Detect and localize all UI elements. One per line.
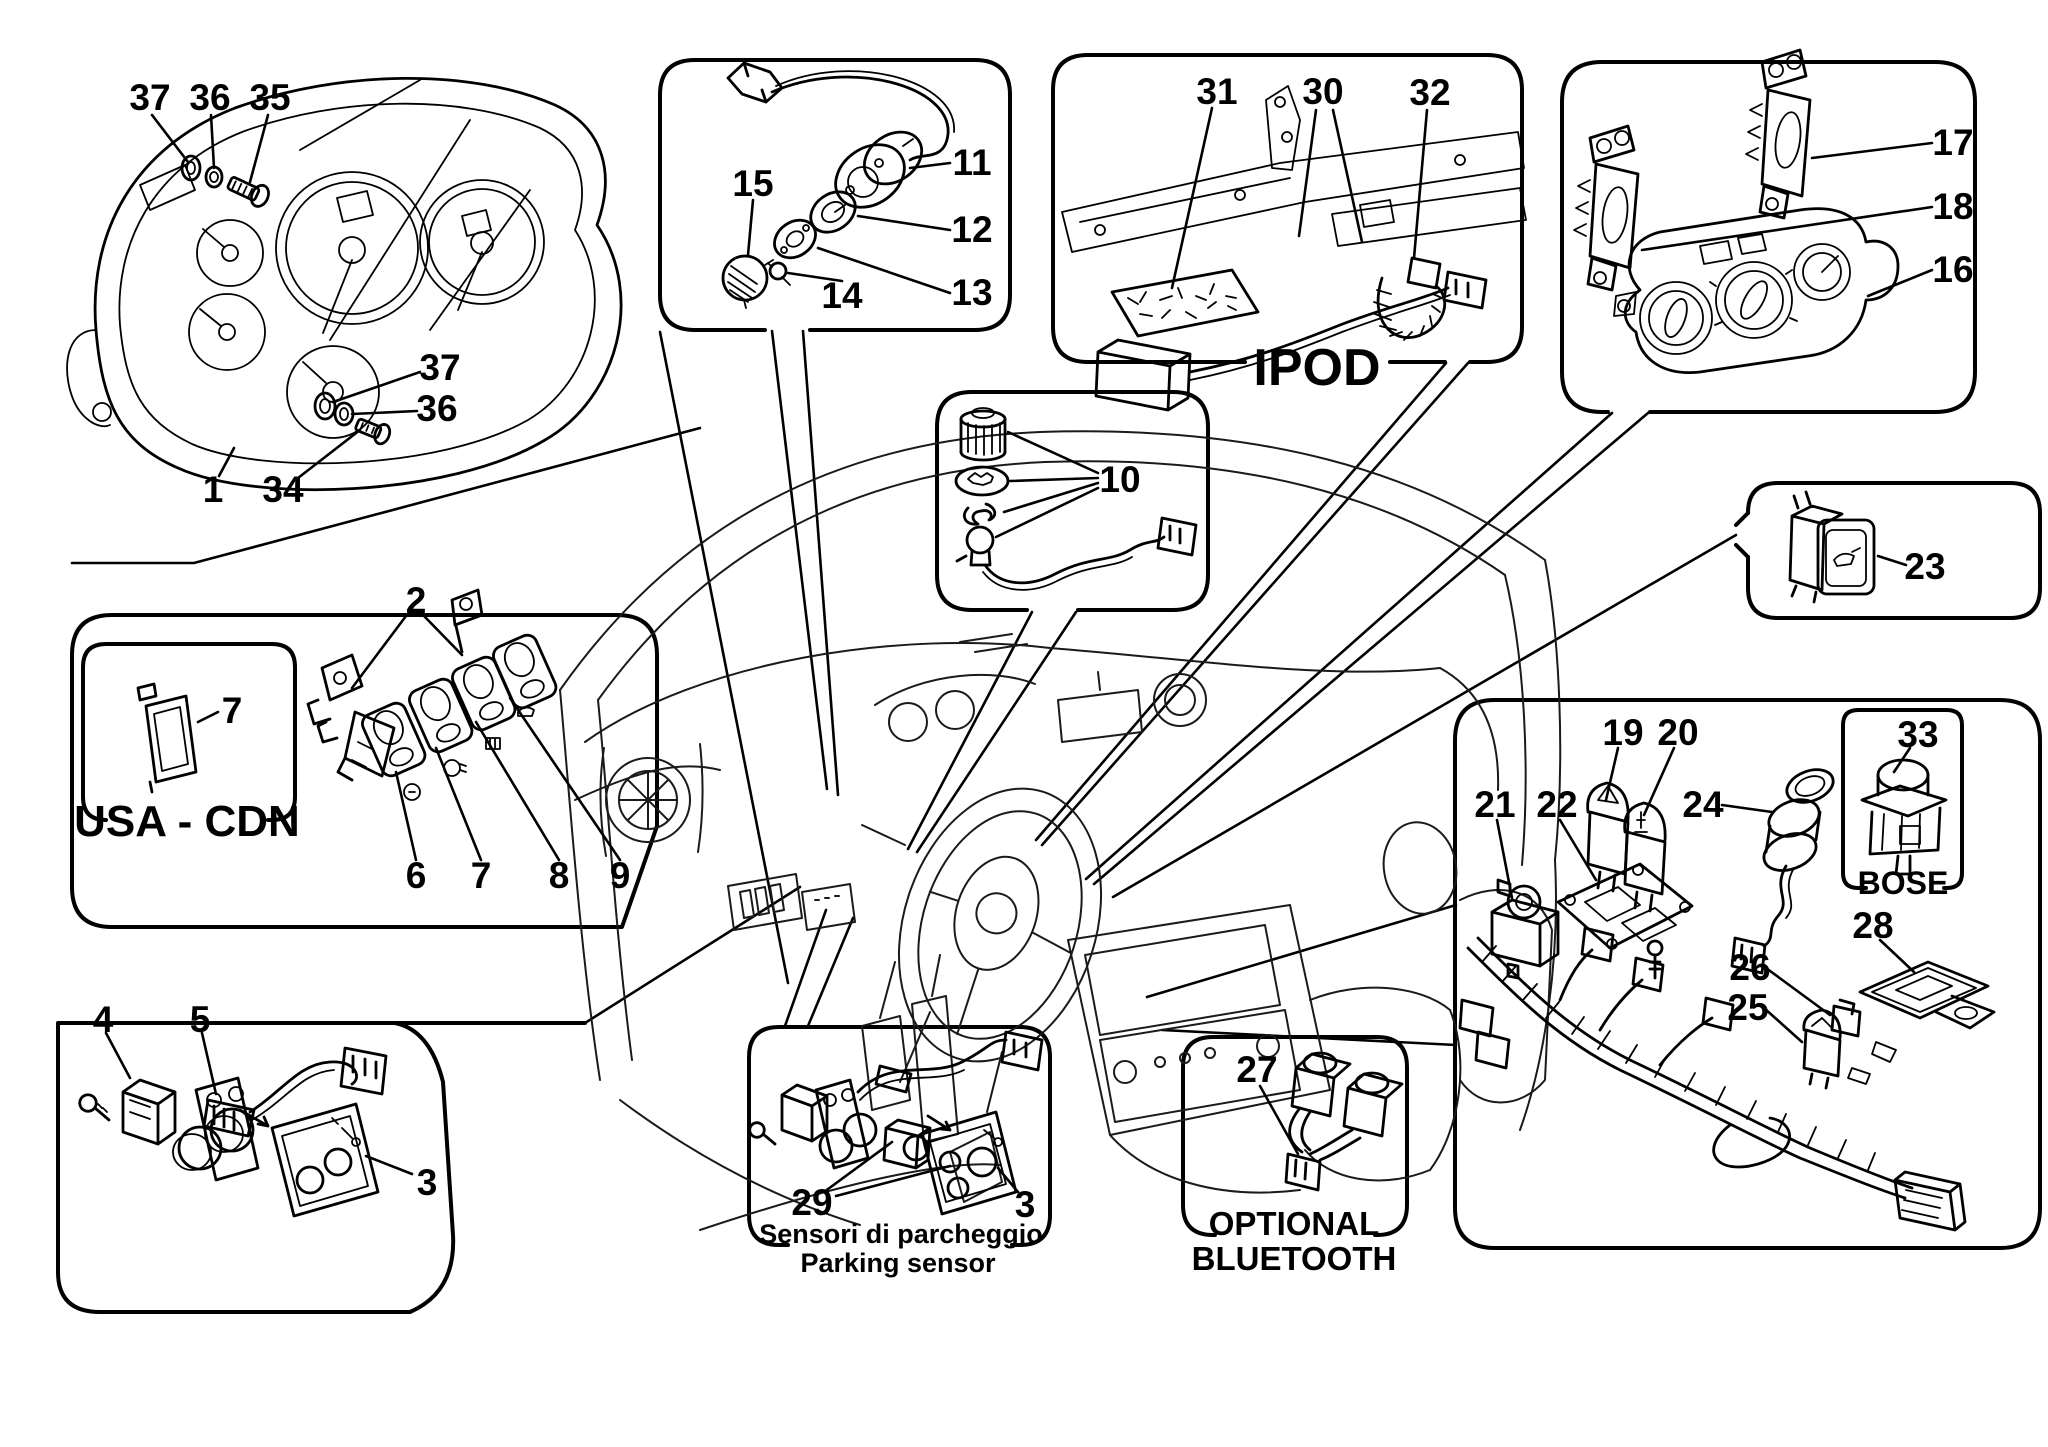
- callout-33: 33: [1897, 714, 1938, 755]
- text-labels: IPOD USA - CDN BOSE OPTIONAL BLUETOOTH S…: [74, 339, 1948, 1278]
- callout-35: 35: [249, 77, 290, 118]
- dashboard-sketch: [559, 430, 1562, 1231]
- parking-label-en: Parking sensor: [800, 1248, 996, 1278]
- callout-8: 8: [549, 855, 570, 896]
- bose-label: BOSE: [1858, 865, 1949, 901]
- climate-box: [1560, 60, 1977, 414]
- callout-13: 13: [951, 272, 992, 313]
- callout-1: 1: [203, 469, 224, 510]
- bottom-left-box: [56, 1021, 587, 1314]
- lighter-box: [658, 58, 1012, 332]
- callout-20: 20: [1657, 712, 1698, 753]
- usa-cdn-box: [81, 642, 297, 822]
- group-boxes: [56, 53, 2042, 1314]
- switches-box: [70, 613, 659, 929]
- callout-32: 32: [1409, 72, 1450, 113]
- callout-19: 19: [1602, 712, 1643, 753]
- callout-6: 6: [406, 855, 427, 896]
- steering-wheel: [897, 787, 1103, 1063]
- rearview-mirror: [1057, 671, 1143, 743]
- right-box: [1453, 698, 2042, 1250]
- callout-27: 27: [1236, 1049, 1277, 1090]
- usa-cdn-label: USA - CDN: [74, 797, 300, 846]
- parking-box: [747, 1025, 1052, 1247]
- callout-36-low: 36: [416, 388, 457, 429]
- climate-parts: [1573, 48, 1900, 375]
- callout-22: 22: [1536, 784, 1577, 825]
- box-23: [1746, 481, 2042, 620]
- right-box-parts: [1458, 768, 1996, 1232]
- callout-21: 21: [1474, 784, 1515, 825]
- callout-15: 15: [732, 163, 773, 204]
- parking-parts: [748, 1030, 1044, 1216]
- lighter-parts: [721, 61, 955, 309]
- bulb-box: [935, 390, 1210, 612]
- callout-37-top: 37: [129, 77, 170, 118]
- bose-part: [1860, 758, 1948, 876]
- switch-bank: [306, 588, 558, 801]
- callout-12: 12: [951, 209, 992, 250]
- callout-36-top: 36: [189, 77, 230, 118]
- callout-26: 26: [1729, 947, 1770, 988]
- callout-18: 18: [1932, 186, 1973, 227]
- usa-cdn-part: [136, 682, 198, 794]
- callout-10: 10: [1099, 459, 1140, 500]
- ipod-label: IPOD: [1253, 339, 1380, 397]
- callout-25: 25: [1727, 987, 1768, 1028]
- callout-5: 5: [190, 999, 211, 1040]
- callout-9: 9: [610, 855, 631, 896]
- dash-switch-panel: [727, 873, 803, 931]
- callout-3-left: 3: [417, 1162, 438, 1203]
- callout-4: 4: [93, 999, 114, 1040]
- callout-16: 16: [1932, 249, 1973, 290]
- center-console: [1067, 904, 1331, 1136]
- callout-14: 14: [821, 275, 863, 316]
- callout-11: 11: [952, 142, 991, 183]
- callout-30: 30: [1302, 71, 1343, 112]
- bluetooth-parts: [1284, 1051, 1404, 1192]
- bulb-parts: [954, 407, 1198, 591]
- callout-2: 2: [406, 580, 427, 621]
- callout-17: 17: [1932, 122, 1973, 163]
- bluetooth-label: BLUETOOTH: [1192, 1240, 1397, 1277]
- callout-7-usa: 7: [222, 690, 243, 731]
- callout-24: 24: [1682, 784, 1724, 825]
- bottom-left-parts: [78, 1046, 388, 1218]
- bose-box: [1841, 708, 1964, 890]
- callout-37-low: 37: [419, 347, 460, 388]
- callout-34: 34: [262, 469, 304, 510]
- connector-lines: [70, 329, 1738, 1047]
- optional-label: OPTIONAL: [1209, 1205, 1380, 1242]
- instrument-cluster: [66, 76, 623, 492]
- callout-31: 31: [1196, 71, 1237, 112]
- ipod-parts: [1061, 85, 1527, 412]
- callout-23: 23: [1904, 546, 1945, 587]
- callout-29: 29: [791, 1182, 832, 1223]
- switch-23: [1788, 490, 1876, 604]
- callout-leaders: [104, 106, 1934, 1198]
- ipod-box: [1051, 53, 1524, 364]
- callout-3-park: 3: [1015, 1184, 1036, 1225]
- callout-7-bank: 7: [471, 855, 492, 896]
- parking-label-it: Sensori di parcheggio: [759, 1219, 1043, 1249]
- callout-numbers: 37 36 35 37 36 1 34 15 11 12 13 14 31 30…: [93, 71, 1974, 1225]
- callout-28: 28: [1852, 905, 1893, 946]
